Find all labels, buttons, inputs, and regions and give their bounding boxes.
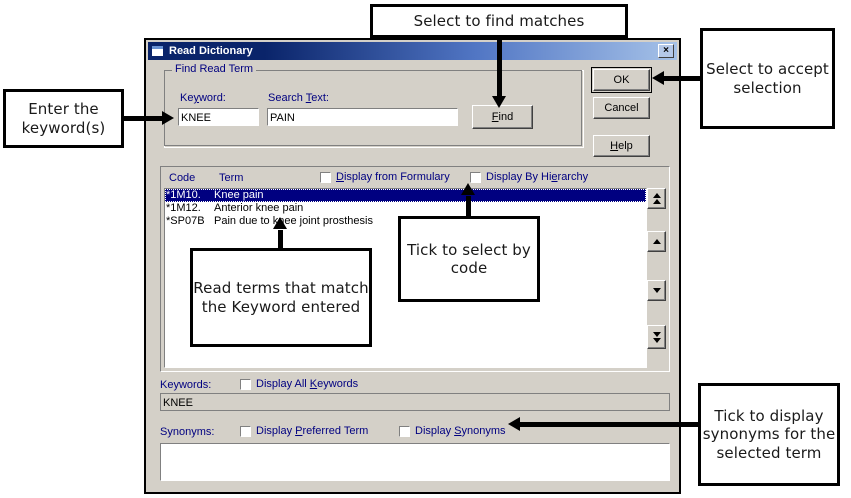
find-read-term-legend: Find Read Term <box>172 63 257 75</box>
checkbox-display-by-hierarchy[interactable]: Display By Hierarchy <box>470 171 588 183</box>
search-text-label: Search Text: <box>268 92 329 104</box>
checkbox-box-icon <box>240 425 251 437</box>
synonyms-value-field[interactable] <box>160 443 670 481</box>
list-item-term: Anterior knee pain <box>214 202 304 214</box>
list-item-code: *SP07B <box>166 215 205 227</box>
checkbox-display-by-hierarchy-label: Display By Hierarchy <box>486 171 589 183</box>
annotation-code-arrowhead <box>461 183 475 195</box>
checkbox-display-from-formulary-label: Display from Formulary <box>336 171 450 183</box>
list-item[interactable]: *1M12. Anterior knee pain <box>165 202 646 215</box>
annotation-keyword-arrowhead <box>162 111 174 125</box>
checkbox-box-icon <box>470 171 481 183</box>
find-button-label: Find <box>491 111 514 123</box>
checkbox-display-preferred-term-label: Display Preferred Term <box>256 425 369 437</box>
keywords-label: Keywords: <box>160 379 212 391</box>
cancel-button-label: Cancel <box>604 102 639 114</box>
window-icon <box>151 45 164 57</box>
checkbox-display-synonyms[interactable]: Display Synonyms <box>399 425 506 437</box>
scroll-down-button[interactable] <box>647 280 666 301</box>
annotation-synonyms: Tick to display synonyms for the selecte… <box>698 383 840 486</box>
find-button[interactable]: Find <box>472 105 533 129</box>
list-item-code: *1M12. <box>166 202 201 214</box>
checkbox-box-icon <box>320 171 331 183</box>
list-item-term: Pain due to knee joint prosthesis <box>214 215 373 227</box>
keyword-label: Keyword: <box>180 92 226 104</box>
cancel-button[interactable]: Cancel <box>593 97 650 119</box>
column-header-term: Term <box>219 172 244 184</box>
checkbox-display-from-formulary[interactable]: Display from Formulary <box>320 171 450 183</box>
annotation-synonyms-arrow-line <box>520 422 698 427</box>
ok-button-label: OK <box>613 74 630 86</box>
annotation-keyword: Enter the keyword(s) <box>3 89 124 148</box>
checkbox-box-icon <box>240 378 251 390</box>
checkbox-display-synonyms-label: Display Synonyms <box>415 425 506 437</box>
double-chevron-down-icon <box>652 331 661 343</box>
keywords-value-field[interactable]: KNEE <box>160 393 670 411</box>
scroll-up-button[interactable] <box>647 231 666 252</box>
list-item[interactable]: *SP07B Pain due to knee joint prosthesis <box>165 215 646 228</box>
list-item[interactable]: *1M10. Knee pain <box>165 189 646 202</box>
checkbox-display-preferred-term[interactable]: Display Preferred Term <box>240 425 368 437</box>
annotation-ok-arrowhead <box>652 71 664 85</box>
annotation-find-arrowhead <box>492 96 506 108</box>
list-item-code: *1M10. <box>166 189 201 201</box>
title-bar[interactable]: Read Dictionary × <box>148 42 677 60</box>
ok-button[interactable]: OK <box>591 67 652 93</box>
annotation-code-arrow-line <box>466 196 471 217</box>
chevron-down-icon <box>652 288 661 293</box>
checkbox-box-icon <box>399 425 410 437</box>
annotation-find: Select to find matches <box>370 4 628 38</box>
annotation-find-arrow-line <box>497 38 502 100</box>
checkbox-display-all-keywords-label: Display All Keywords <box>256 378 359 390</box>
annotation-ok-arrow-line <box>664 76 702 81</box>
keyword-input[interactable]: KNEE <box>178 108 259 126</box>
list-item-term: Knee pain <box>214 189 264 201</box>
annotation-terms: Read terms that match the Keyword entere… <box>190 248 372 347</box>
find-read-term-group <box>164 70 584 148</box>
dialog-title: Read Dictionary <box>169 45 253 57</box>
double-chevron-up-icon <box>652 193 661 204</box>
annotation-ok: Select to accept selection <box>700 28 835 129</box>
results-scrollbar[interactable] <box>647 188 666 368</box>
synonyms-label: Synonyms: <box>160 426 215 438</box>
search-text-input[interactable]: PAIN <box>267 108 458 126</box>
chevron-up-icon <box>652 239 661 244</box>
help-button-label: Help <box>610 140 633 152</box>
annotation-terms-arrowhead <box>273 217 287 229</box>
help-button[interactable]: Help <box>593 135 650 157</box>
annotation-synonyms-arrowhead <box>508 417 520 431</box>
annotation-terms-arrow-line <box>278 230 283 249</box>
scroll-page-down-button[interactable] <box>647 325 666 349</box>
column-header-code: Code <box>169 172 196 184</box>
close-icon[interactable]: × <box>658 44 674 58</box>
results-header: Code Term Display from Formulary Display… <box>161 167 669 188</box>
scroll-page-up-button[interactable] <box>647 188 666 209</box>
checkbox-display-all-keywords[interactable]: Display All Keywords <box>240 378 358 390</box>
annotation-code: Tick to select by code <box>398 216 540 302</box>
annotation-keyword-arrow-line <box>124 116 166 121</box>
